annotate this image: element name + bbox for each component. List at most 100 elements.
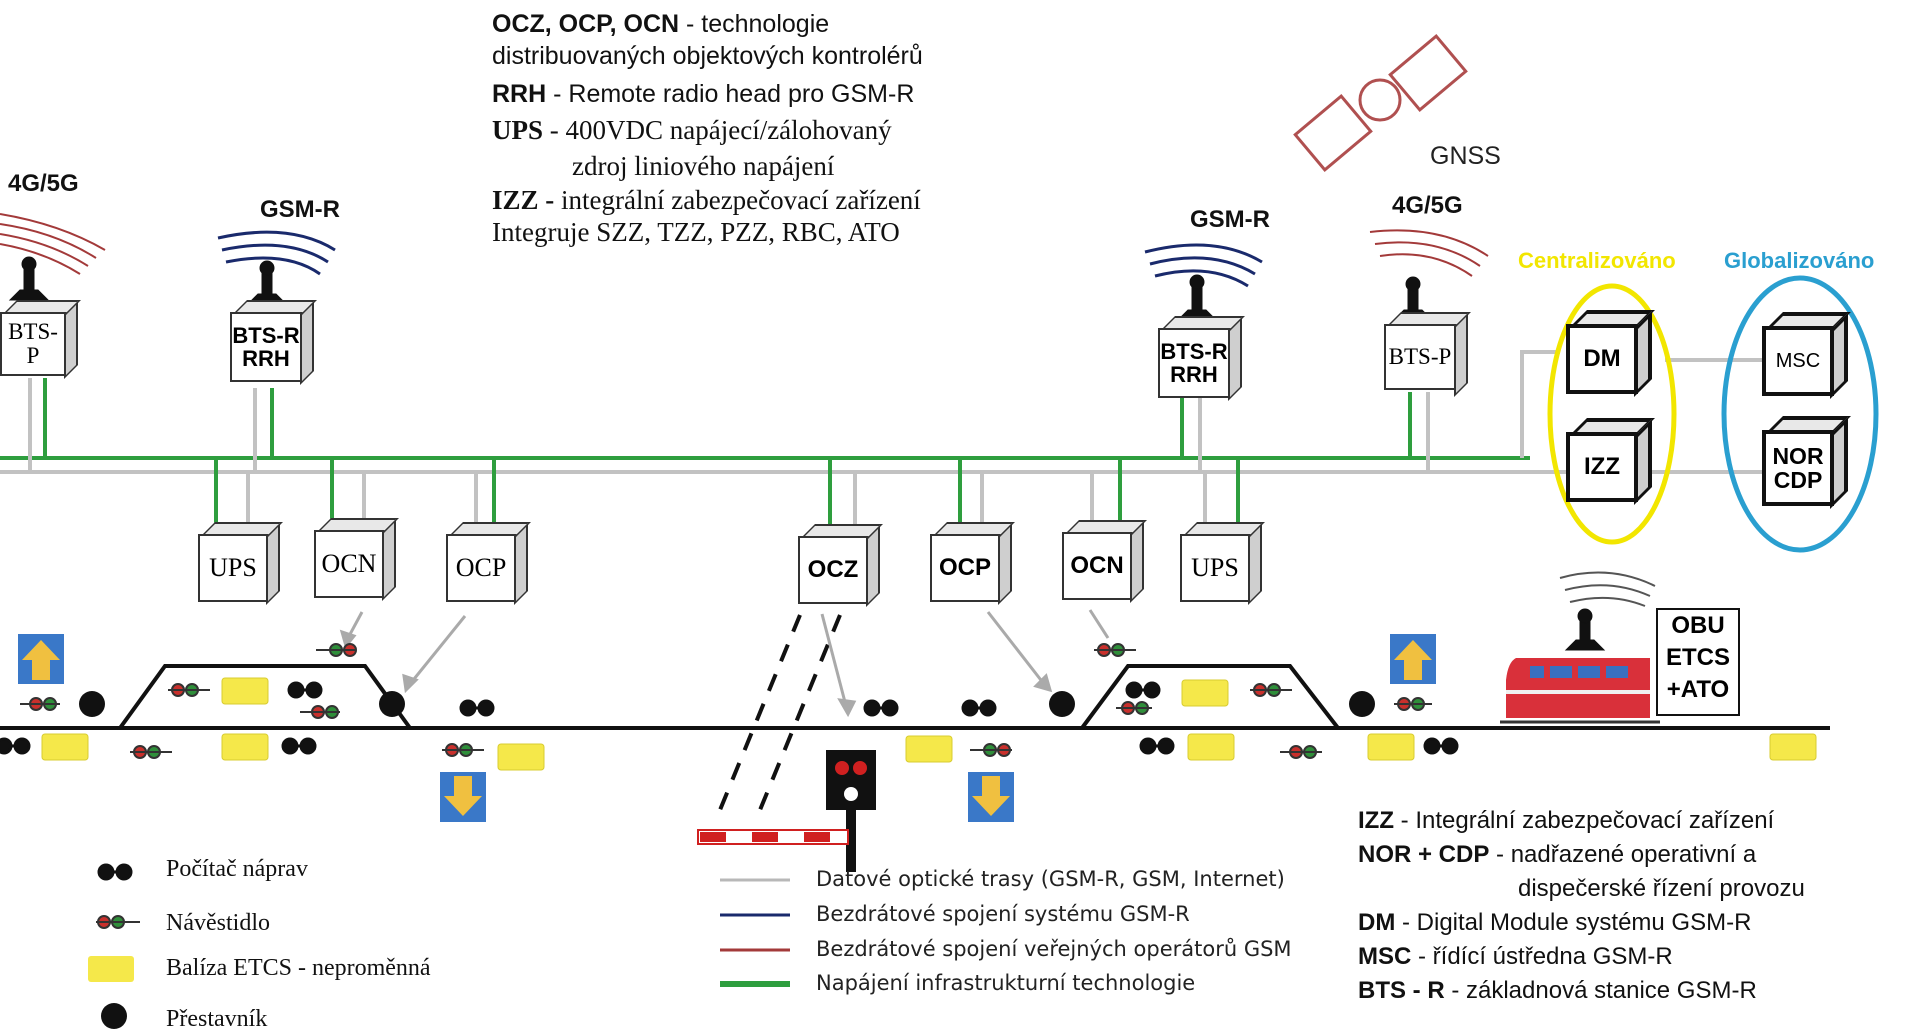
balise-icon bbox=[88, 956, 134, 982]
abbr-term-izz: IZZ bbox=[1358, 807, 1394, 834]
legend-desc-rrh: - Remote radio head pro GSM-R bbox=[546, 80, 915, 108]
legend-desc-ups: - 400VDC napájecí/zálohovaný bbox=[543, 115, 892, 145]
bts-p-right-label: BTS-P bbox=[1384, 324, 1456, 390]
technology-legend: OCZ, OCP, OCN - technologie distribuovan… bbox=[492, 8, 972, 248]
bts-r-left-label-1: BTS-R bbox=[232, 322, 300, 348]
label-4g5g-right: 4G/5G bbox=[1392, 192, 1463, 219]
etcs-label: ETCS bbox=[1665, 644, 1730, 671]
legend-line-gsmr: Bezdrátové spojení systému GSM-R bbox=[816, 902, 1190, 926]
bts-p-left-label: BTS-P bbox=[0, 312, 66, 376]
legend-desc-controllers-2: distribuovaných objektových kontrolérů bbox=[492, 42, 923, 70]
label-4g5g-left: 4G/5G bbox=[8, 170, 79, 197]
globalized-group-ellipse bbox=[1721, 275, 1879, 553]
train-gsmr-waves bbox=[1559, 571, 1656, 607]
lower-box-connections bbox=[214, 458, 1240, 526]
legend-term-izz: IZZ - bbox=[492, 185, 555, 215]
msc-label: MSC bbox=[1762, 326, 1834, 396]
dm-label: DM bbox=[1566, 324, 1638, 394]
legend-line-optical: Datové optické trasy (GSM-R, GSM, Intern… bbox=[816, 867, 1285, 891]
abbr-desc-nor-cdp-2: dispečerské řízení provozu bbox=[1518, 875, 1805, 902]
gsm-operator-waves-right bbox=[1369, 229, 1489, 277]
label-globalized: Globalizováno bbox=[1724, 248, 1875, 273]
obu-etcs-ato-box: OBU ETCS +ATO bbox=[1656, 608, 1740, 716]
legend-term-controllers: OCZ, OCP, OCN bbox=[492, 10, 680, 38]
bts-p-left-box: BTS-P bbox=[0, 300, 81, 380]
bts-r-right-label-2: RRH bbox=[1170, 362, 1218, 387]
legend-desc-izz-2: Integruje SZZ, TZZ, PZZ, RBC, ATO bbox=[492, 217, 900, 247]
ups-right-box: UPS bbox=[1180, 522, 1266, 608]
abbreviation-legend: IZZ - Integrální zabezpečovací zařízení … bbox=[1358, 804, 1805, 1008]
ocn-left-label: OCN bbox=[314, 530, 384, 598]
bts-r-right-label-1: BTS-R bbox=[1160, 338, 1228, 364]
legend-desc-controllers: - technologie bbox=[679, 10, 830, 38]
abbr-desc-izz: - Integrální zabezpečovací zařízení bbox=[1394, 807, 1775, 834]
abbr-desc-dm: - Digital Module systému GSM-R bbox=[1395, 909, 1752, 936]
axle-counter-icon bbox=[97, 863, 133, 881]
abbr-desc-msc: - řídící ústředna GSM-R bbox=[1411, 943, 1673, 970]
gsmr-waves-right bbox=[1144, 243, 1263, 288]
ups-left-label: UPS bbox=[198, 534, 268, 602]
level-crossing-signal-icon bbox=[697, 750, 876, 872]
cdp-label: CDP bbox=[1773, 467, 1823, 493]
train-icon bbox=[1500, 658, 1660, 724]
centralized-group-ellipse bbox=[1547, 283, 1677, 545]
signal-icon bbox=[96, 915, 140, 929]
bts-p-right-box: BTS-P bbox=[1384, 312, 1474, 397]
gsmr-waves-left bbox=[217, 230, 336, 276]
ups-left-box: UPS bbox=[198, 522, 284, 608]
nor-label: NOR bbox=[1772, 442, 1824, 469]
bts-r-rrh-right-box: BTS-R RRH bbox=[1158, 316, 1248, 406]
ato-label: +ATO bbox=[1666, 676, 1730, 703]
point-machine-icon bbox=[101, 1003, 127, 1029]
ocp-left-box: OCP bbox=[446, 522, 532, 608]
abbr-term-msc: MSC bbox=[1358, 943, 1412, 970]
top-box-connections bbox=[28, 350, 1762, 474]
signal-icons bbox=[20, 643, 1432, 759]
msc-box: MSC bbox=[1762, 312, 1852, 402]
ocn-right-box: OCN bbox=[1062, 520, 1148, 606]
legend-term-rrh: RRH bbox=[492, 80, 547, 108]
line-legend-samples bbox=[720, 878, 790, 987]
symbol-legend-icons bbox=[88, 863, 140, 1029]
gnss-satellite-icon bbox=[1293, 33, 1468, 173]
legend-axle-counter: Počítač náprav bbox=[166, 856, 308, 882]
abbr-desc-bts-r: - základnová stanice GSM-R bbox=[1444, 977, 1757, 1004]
ups-right-label: UPS bbox=[1180, 534, 1250, 602]
legend-balise: Balíza ETCS - neproměnná bbox=[166, 955, 431, 981]
ocz-box: OCZ bbox=[798, 524, 884, 610]
izz-label: IZZ bbox=[1566, 432, 1638, 502]
legend-line-power: Napájení infrastrukturní technologie bbox=[816, 971, 1196, 995]
level-crossing-road bbox=[718, 614, 842, 811]
izz-box: IZZ bbox=[1566, 418, 1656, 508]
legend-line-gsm: Bezdrátové spojení veřejných operátorů G… bbox=[816, 937, 1292, 961]
axle-counter-icons bbox=[0, 681, 1459, 755]
obu-label: OBU bbox=[1671, 612, 1725, 639]
dm-box: DM bbox=[1566, 310, 1656, 400]
point-machine-icons bbox=[79, 691, 1375, 717]
ocn-right-label: OCN bbox=[1062, 532, 1132, 600]
ocp-mid-label: OCP bbox=[930, 534, 1000, 602]
legend-signal: Návěstidlo bbox=[166, 910, 270, 936]
ocn-left-box: OCN bbox=[314, 518, 400, 604]
nor-cdp-box: NOR CDP bbox=[1762, 416, 1852, 512]
label-gnss: GNSS bbox=[1430, 142, 1501, 170]
balise-icons bbox=[41, 677, 1817, 771]
ocz-label: OCZ bbox=[798, 536, 868, 604]
bts-r-rrh-left-box: BTS-R RRH bbox=[230, 300, 320, 390]
ocp-mid-box: OCP bbox=[930, 522, 1016, 608]
abbr-term-nor-cdp: NOR + CDP bbox=[1358, 841, 1490, 868]
label-gsmr-right: GSM-R bbox=[1190, 206, 1270, 233]
bts-r-left-label-2: RRH bbox=[242, 346, 290, 371]
direction-arrow-icons bbox=[18, 634, 1436, 822]
abbr-term-dm: DM bbox=[1358, 909, 1396, 936]
ocp-left-label: OCP bbox=[446, 534, 516, 602]
abbr-desc-nor-cdp: - nadřazené operativní a bbox=[1489, 841, 1757, 868]
label-gsmr-left: GSM-R bbox=[260, 196, 340, 223]
legend-point-machine: Přestavník bbox=[166, 1006, 268, 1032]
abbr-term-bts-r: BTS - R bbox=[1358, 977, 1445, 1004]
gsm-operator-waves-left bbox=[0, 213, 106, 275]
legend-desc-izz: integrální zabezpečovací zařízení bbox=[554, 185, 921, 215]
label-centralized: Centralizováno bbox=[1518, 248, 1676, 273]
